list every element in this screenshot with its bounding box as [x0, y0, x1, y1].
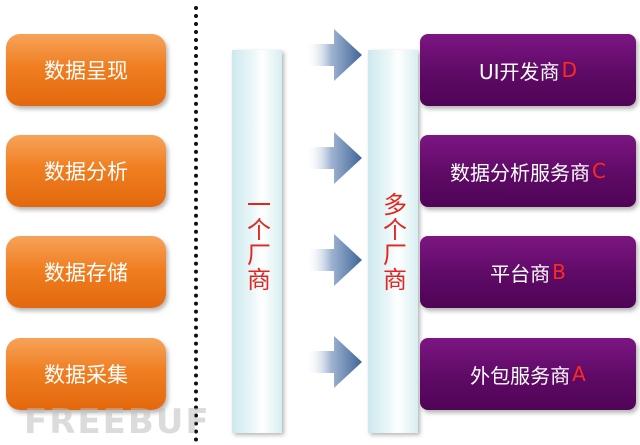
layer-box-storage: 数据存储 [6, 236, 166, 308]
pillar-multi-vendor: 多个厂商 [368, 50, 418, 433]
watermark-logo: FREEBUF [24, 402, 211, 442]
vendor-box-ui-tag: D [561, 58, 577, 82]
vendor-box-ui-label: UI开发商 [479, 59, 560, 84]
arrow-right-icon [306, 29, 362, 81]
layer-box-collection: 数据采集 [6, 338, 166, 410]
pillar-multi-vendor-label: 多个厂商 [378, 191, 407, 292]
arrow-right-icon [306, 336, 362, 388]
vendor-box-analytics-label: 数据分析服务商 [450, 160, 591, 185]
layer-box-analysis: 数据分析 [6, 135, 166, 207]
vendor-box-platform-tag: B [552, 260, 566, 284]
dotted-divider [194, 6, 198, 442]
arrow-right-icon [306, 234, 362, 286]
pillar-single-vendor-label: 一个厂商 [242, 191, 271, 292]
vendor-box-analytics-tag: C [592, 159, 606, 183]
layer-box-presentation: 数据呈现 [6, 34, 166, 106]
vendor-box-outsourcing-label: 外包服务商 [470, 363, 571, 388]
vendor-box-outsourcing-tag: A [572, 362, 586, 386]
arrow-right-icon [306, 132, 362, 184]
pillar-single-vendor: 一个厂商 [232, 50, 282, 433]
vendor-box-platform-label: 平台商 [490, 261, 551, 286]
